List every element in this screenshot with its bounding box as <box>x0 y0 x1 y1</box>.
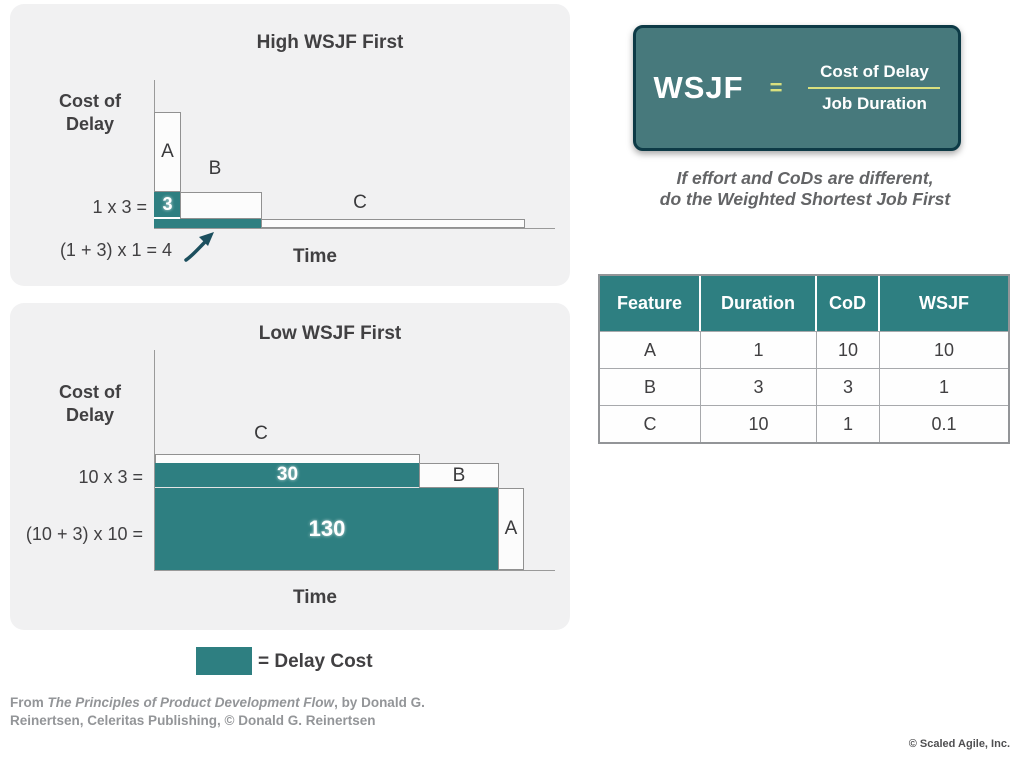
fraction-divider <box>808 87 941 89</box>
low-x-axis <box>154 570 555 571</box>
low-eq-bottom: (10 + 3) x 10 = <box>25 524 143 544</box>
delay-cost-swatch <box>196 647 252 675</box>
bar-b-low: B <box>419 463 499 488</box>
delay-cost-block-3: 3 <box>154 192 181 219</box>
header-duration: Duration <box>701 276 817 331</box>
header-cod: CoD <box>817 276 880 331</box>
table-header-row: Feature Duration CoD WSJF <box>600 276 1008 331</box>
book-title: The Principles of Product Development Fl… <box>47 695 335 710</box>
formula-fraction: Cost of Delay Job Duration <box>808 62 941 114</box>
high-x-axis <box>154 228 555 229</box>
header-wsjf: WSJF <box>880 276 1008 331</box>
formula-lhs: WSJF <box>653 70 744 105</box>
formula-equals-sign: = <box>769 75 783 100</box>
header-feature: Feature <box>600 276 701 331</box>
bar-b-label: B <box>208 158 222 179</box>
bar-a-label: A <box>161 141 174 162</box>
high-x-axis-label: Time <box>292 246 337 267</box>
low-wsjf-panel: Low WSJF First Cost of Delay 30 B 130 A … <box>10 303 570 630</box>
table-row: B 3 3 1 <box>600 368 1008 405</box>
bar-a-high: A <box>154 112 181 192</box>
scaled-agile-copyright: © Scaled Agile, Inc. <box>908 738 1010 750</box>
bar-b-high <box>180 192 262 219</box>
high-panel-title: High WSJF First <box>256 32 404 53</box>
low-panel-title: Low WSJF First <box>258 323 402 344</box>
high-eq-bottom: (1 + 3) x 1 = 4 <box>59 240 172 260</box>
low-eq-top: 10 x 3 = <box>78 467 143 487</box>
high-wsjf-panel: High WSJF First Cost of Delay A 3 B C 1 … <box>10 4 570 286</box>
low-y-axis <box>154 350 155 571</box>
legend-label: = Delay Cost <box>258 651 373 672</box>
formula-numerator: Cost of Delay <box>820 62 929 81</box>
high-y-axis-label: Cost of Delay <box>59 91 121 134</box>
high-eq-top: 1 x 3 = <box>92 197 147 217</box>
attribution-text: From The Principles of Product Developme… <box>10 695 425 728</box>
bar-a-low: A <box>498 488 524 570</box>
bar-c-high <box>261 219 525 228</box>
delay-cost-strip-4 <box>154 219 262 228</box>
bar-b-label: B <box>452 464 466 486</box>
bar-c-label: C <box>254 423 268 444</box>
table-row: A 1 10 10 <box>600 331 1008 368</box>
delay-cost-block-30: 30 <box>155 463 420 488</box>
curved-arrow-icon <box>182 232 218 262</box>
low-y-axis-label: Cost of Delay <box>59 382 121 425</box>
low-x-axis-label: Time <box>292 587 337 608</box>
table-row: C 10 1 0.1 <box>600 405 1008 442</box>
formula-denominator: Job Duration <box>822 94 927 113</box>
bar-c-label: C <box>353 192 367 213</box>
wsjf-formula-box: WSJF = Cost of Delay Job Duration <box>633 25 961 151</box>
wsjf-table: Feature Duration CoD WSJF A 1 10 10 B 3 … <box>598 274 1010 444</box>
delay-cost-block-130: 130 <box>155 488 499 570</box>
wsjf-note: If effort and CoDs are different, do the… <box>659 168 951 209</box>
bar-a-label: A <box>504 518 518 539</box>
